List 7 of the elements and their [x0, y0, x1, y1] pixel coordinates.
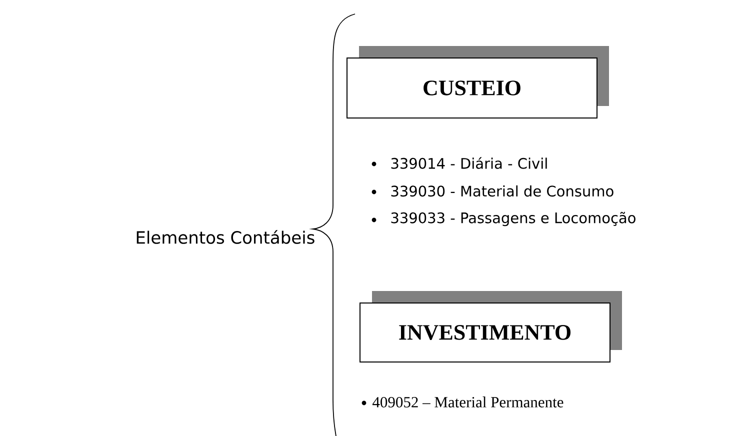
- title-box: INVESTIMENTO: [360, 291, 622, 362]
- title-box: CUSTEIO: [346, 46, 609, 118]
- list-item: 339014 - Diária - Civil: [391, 157, 547, 169]
- list-item: 339030 - Material de Consumo: [391, 185, 614, 197]
- list-item: 409052 – Material Permanente: [372, 396, 564, 408]
- group-label: Elementos Contábeis: [136, 230, 314, 244]
- list-item: 339033 - Passagens e Locomoção: [391, 212, 636, 226]
